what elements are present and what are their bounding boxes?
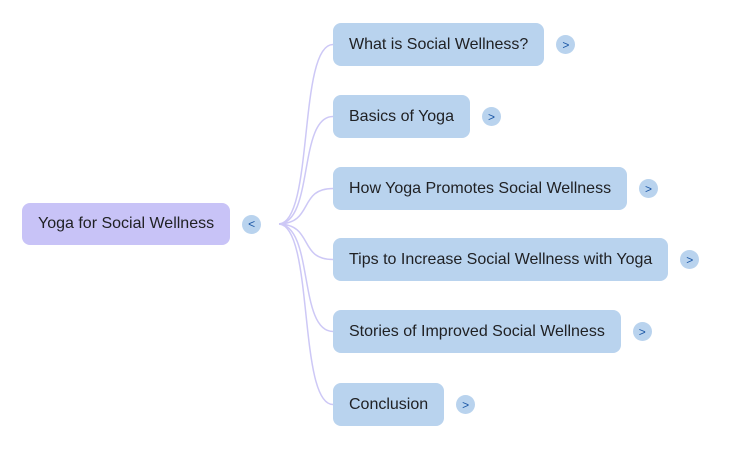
collapse-button[interactable]: <: [242, 214, 262, 234]
child-node-row: What is Social Wellness? >: [333, 23, 576, 66]
child-node-label: Tips to Increase Social Wellness with Yo…: [349, 250, 653, 268]
expand-button[interactable]: >: [481, 107, 501, 126]
child-node[interactable]: Conclusion: [333, 383, 445, 426]
expand-button[interactable]: >: [680, 250, 700, 269]
connector-root-to-child-5: [278, 223, 334, 406]
root-node-row: Yoga for Social Wellness <: [22, 203, 262, 245]
child-node[interactable]: How Yoga Promotes Social Wellness: [333, 167, 628, 210]
connector-root-to-child-4: [278, 223, 334, 333]
connector-root-to-child-2: [278, 187, 334, 225]
child-node-row: Tips to Increase Social Wellness with Yo…: [333, 238, 700, 281]
expand-button[interactable]: >: [639, 179, 659, 198]
child-node-label: How Yoga Promotes Social Wellness: [349, 179, 612, 197]
expand-button[interactable]: >: [456, 395, 476, 414]
expand-button[interactable]: >: [556, 35, 576, 54]
child-node-row: Basics of Yoga >: [333, 95, 501, 138]
child-node[interactable]: Basics of Yoga: [333, 95, 470, 138]
child-node-label: What is Social Wellness?: [349, 35, 529, 53]
child-node-row: Conclusion >: [333, 383, 476, 426]
child-node[interactable]: What is Social Wellness?: [333, 23, 545, 66]
root-node[interactable]: Yoga for Social Wellness: [22, 203, 231, 245]
child-node-label: Stories of Improved Social Wellness: [349, 322, 605, 340]
child-node-row: Stories of Improved Social Wellness >: [333, 310, 652, 353]
child-node-row: How Yoga Promotes Social Wellness >: [333, 167, 659, 210]
child-node[interactable]: Tips to Increase Social Wellness with Yo…: [333, 238, 669, 281]
child-node-label: Conclusion: [349, 395, 429, 413]
connector-root-to-child-1: [278, 115, 334, 225]
child-node[interactable]: Stories of Improved Social Wellness: [333, 310, 621, 353]
connector-root-to-child-3: [278, 223, 334, 261]
expand-button[interactable]: >: [632, 322, 652, 341]
child-node-label: Basics of Yoga: [349, 107, 454, 125]
root-node-label: Yoga for Social Wellness: [38, 215, 215, 232]
connector-root-to-child-0: [278, 43, 334, 225]
